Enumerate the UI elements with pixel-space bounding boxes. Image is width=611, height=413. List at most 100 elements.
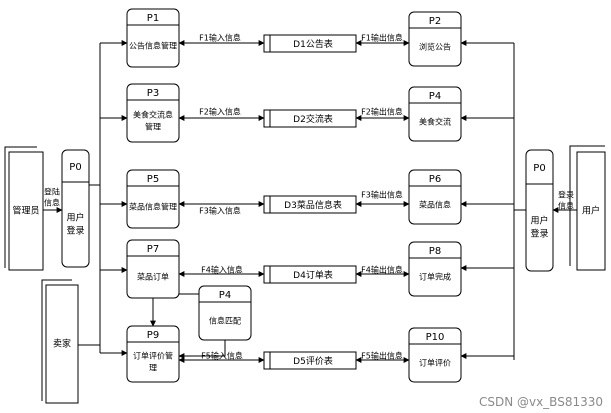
process-p4: [408, 86, 462, 142]
entity-shadow: [4, 146, 37, 268]
flow-label-f1o: F1输出信息: [361, 33, 403, 43]
process-label: 信息匹配: [209, 316, 241, 326]
process-box: [408, 169, 462, 225]
flow-label-f5o: F5输出信息: [361, 351, 403, 361]
flow-label-loginL: 登陆: [44, 187, 60, 197]
process-box: [126, 239, 180, 299]
entity-box: [8, 151, 44, 271]
diagram-shapes: [4, 8, 606, 404]
flow-label-loginL: 信息: [44, 198, 60, 208]
process-label: 登录: [530, 229, 548, 240]
process-label: 美食交流: [419, 117, 451, 127]
process-p3: [126, 83, 180, 143]
process-p7: [126, 239, 180, 299]
entity-seller: [41, 279, 79, 404]
process-label: 理: [149, 364, 157, 373]
entity-box: [45, 284, 79, 404]
process-p2: [408, 11, 462, 67]
connector-lines: [43, 40, 577, 363]
process-label: 菜品信息: [419, 200, 451, 210]
store-label: D2交流表: [293, 113, 333, 125]
flow-label-f3i: F3输入信息: [199, 206, 241, 216]
connector-p4m-p9: [178, 340, 226, 359]
watermark: CSDN @vx_BS81330: [478, 395, 603, 409]
entity-shadow: [569, 145, 605, 266]
process-label: 菜品信息管理: [129, 202, 177, 212]
process-p8: [408, 241, 462, 297]
store-label: D1公告表: [293, 38, 333, 50]
process-box: [198, 285, 252, 341]
flow-label-f2i: F2输入信息: [199, 107, 241, 117]
process-code: P0: [69, 162, 81, 173]
flow-label-f4i: F4输入信息: [201, 265, 243, 275]
flow-label-f1i: F1输入信息: [199, 33, 241, 43]
process-box: [408, 11, 462, 67]
process-p6: [408, 169, 462, 225]
process-code: P6: [429, 174, 441, 185]
store-d2: [263, 109, 357, 128]
store-box: [263, 109, 357, 128]
process-box: [126, 83, 180, 143]
store-d4: [263, 265, 357, 284]
process-code: P5: [147, 174, 159, 185]
entity-shadow: [41, 279, 72, 401]
process-label: 菜品订单: [137, 272, 169, 282]
process-box: [525, 149, 554, 272]
diagram-labels: P1公告信息管理P3美食交流息管理P5菜品信息管理P7菜品订单P9订单评价管理P…: [12, 13, 600, 373]
process-box: [126, 8, 180, 68]
entity-user: [569, 145, 606, 271]
process-box: [126, 169, 180, 229]
process-box: [126, 325, 180, 383]
process-code: P3: [147, 88, 159, 99]
entity-label: 卖家: [53, 338, 71, 350]
process-code: P8: [429, 246, 441, 257]
process-p0l: [61, 149, 90, 268]
process-code: P7: [147, 244, 159, 255]
store-label: D4订单表: [293, 269, 333, 281]
entity-label: 管理员: [12, 205, 39, 217]
entity-box: [576, 151, 606, 271]
process-code: P2: [429, 16, 441, 27]
store-label: D3菜品信息表: [284, 199, 342, 211]
process-code: P4: [429, 91, 441, 102]
process-code: P9: [147, 330, 159, 341]
flow-label-f2o: F2输出信息: [361, 107, 403, 117]
process-label: 订单评价: [419, 358, 451, 368]
flow-label-loginR: 登录: [558, 190, 574, 200]
store-box: [263, 265, 357, 284]
entity-admin: [4, 146, 44, 271]
process-label: 登录: [66, 226, 84, 237]
store-d1: [263, 34, 357, 53]
process-p0r: [525, 149, 554, 272]
process-label: 订单完成: [419, 272, 451, 282]
store-box: [263, 195, 357, 214]
flow-label-loginR: 信息: [558, 201, 574, 211]
process-label: 订单评价管: [133, 351, 173, 361]
process-box: [408, 327, 462, 383]
process-p4m: [198, 285, 252, 341]
process-label: 美食交流息: [133, 110, 173, 120]
store-d5: [263, 351, 357, 370]
store-label: D5评价表: [293, 355, 333, 367]
process-p1: [126, 8, 180, 68]
process-label: 用户: [66, 212, 84, 224]
process-code: P10: [426, 332, 445, 343]
process-code: P1: [147, 13, 159, 24]
process-code: P4: [219, 290, 231, 301]
process-code: P0: [533, 163, 545, 174]
process-box: [408, 241, 462, 297]
flow-label-f4o: F4输出信息: [361, 265, 403, 275]
store-d3: [263, 195, 357, 214]
process-p10: [408, 327, 462, 383]
process-label: 浏览公告: [419, 42, 451, 52]
process-p5: [126, 169, 180, 229]
entity-label: 用户: [582, 205, 600, 217]
store-box: [263, 351, 357, 370]
process-p9: [126, 325, 180, 383]
store-box: [263, 34, 357, 53]
flow-label-f3o: F3输出信息: [361, 190, 403, 200]
process-label: 用户: [530, 215, 548, 227]
process-box: [61, 149, 90, 268]
process-label: 公告信息管理: [129, 41, 177, 51]
